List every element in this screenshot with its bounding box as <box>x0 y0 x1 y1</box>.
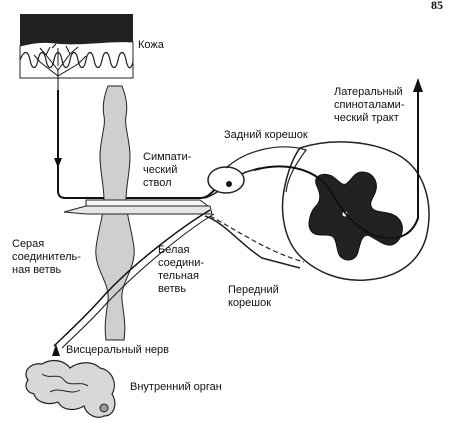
label-white-ramus-line3: тельная <box>158 270 199 282</box>
skin-illustration <box>19 14 134 92</box>
ventral-root-band <box>209 215 305 263</box>
label-visceral-nerve: Висцеральный нерв <box>66 344 169 356</box>
label-ventral-root-line1: Передний <box>228 284 279 296</box>
visceral-arrow <box>52 344 60 356</box>
label-white-ramus-line1: Белая <box>158 244 190 256</box>
afferent-fiber <box>57 90 223 199</box>
label-sympathetic-line3: ствол <box>143 177 172 189</box>
label-white-ramus: Белая соедини- тельная ветвь <box>158 244 204 296</box>
label-white-ramus-line4: ветвь <box>158 283 187 295</box>
label-sympathetic-line2: ческий <box>143 164 178 176</box>
label-lateral-spinothalamic-tract: Латеральный спиноталами- ческий тракт <box>334 86 405 125</box>
label-white-ramus-line2: соедини- <box>158 257 205 269</box>
label-lateral-tract-line3: ческий тракт <box>334 112 399 124</box>
label-gray-ramus-line2: соединитель- <box>12 251 81 263</box>
page-number: 85 <box>431 0 443 12</box>
label-gray-ramus-line3: ная ветвь <box>12 264 62 276</box>
label-skin: Кожа <box>138 39 164 51</box>
label-lateral-tract-line2: спиноталами- <box>334 99 405 111</box>
gray-matter-cell <box>321 243 327 249</box>
tract-arrow <box>413 78 423 92</box>
visceral-nerve-line <box>53 209 211 347</box>
label-sympathetic-line1: Симпати- <box>143 151 192 163</box>
label-sympathetic-trunk: Симпати- ческий ствол <box>143 151 191 190</box>
label-ventral-root-line2: корешок <box>228 297 272 309</box>
spinal-nerve-lower <box>204 215 301 269</box>
internal-organ-shape <box>25 359 116 418</box>
ganglion-cell <box>226 181 232 187</box>
spinothalamic-tract <box>253 86 419 240</box>
gray-ramus-bar <box>63 205 213 215</box>
label-internal-organ: Внутренний орган <box>130 381 222 393</box>
dorsal-root-ganglion <box>207 166 245 194</box>
label-dorsal-root: Задний корешок <box>224 129 308 141</box>
label-lateral-tract-line1: Латеральный <box>334 86 403 98</box>
afferent-arrow <box>54 158 62 168</box>
label-gray-ramus: Серая соединитель- ная ветвь <box>12 238 81 277</box>
visceral-nerve-line-2 <box>61 213 215 349</box>
dorsal-root-band <box>225 146 307 193</box>
label-gray-ramus-line1: Серая <box>12 238 45 250</box>
label-ventral-root: Передний корешок <box>228 284 279 310</box>
white-ramus-bar <box>85 199 210 207</box>
